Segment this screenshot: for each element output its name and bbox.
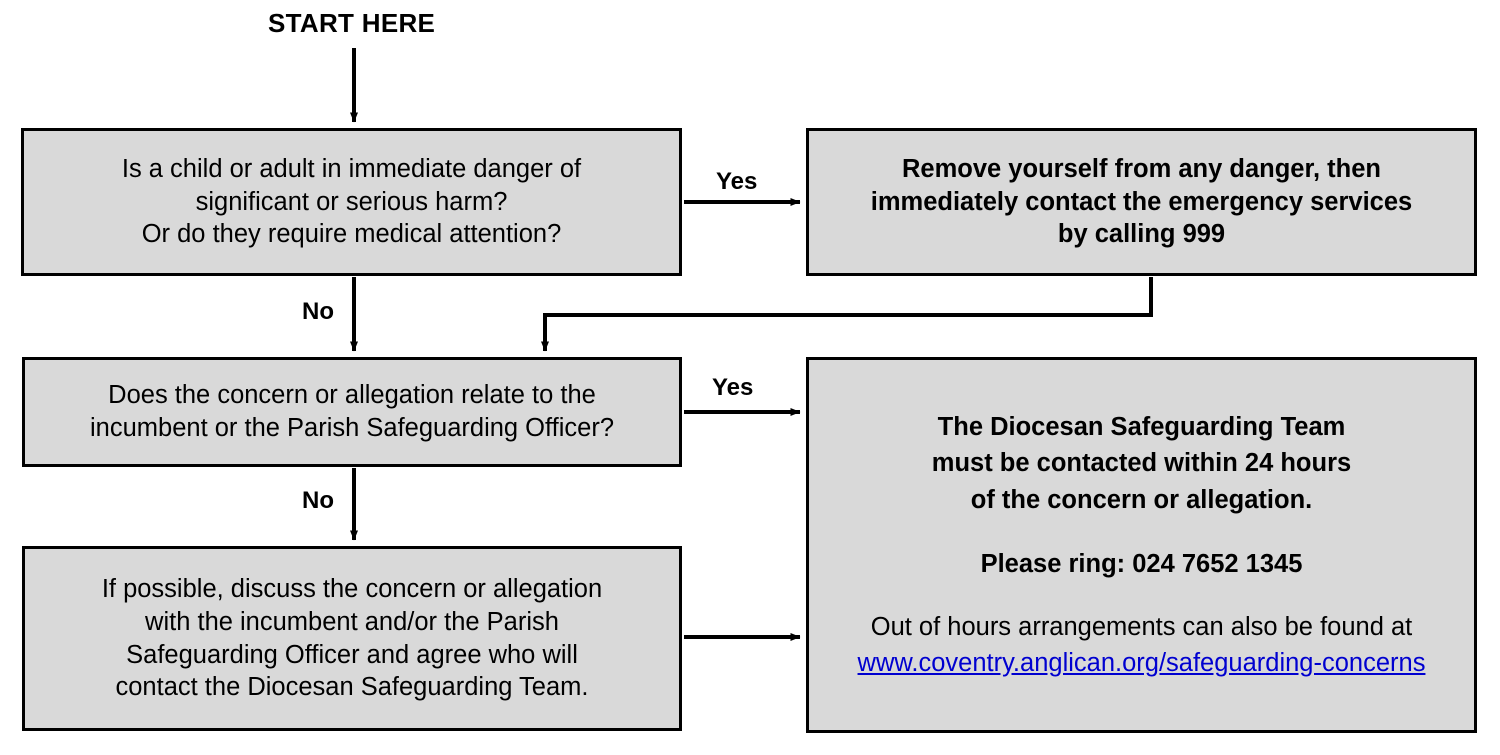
diocesan-safeguarding-team-box[interactable]: The Diocesan Safeguarding Team must be c… — [806, 357, 1477, 733]
danger-line-1: Is a child or adult in immediate danger … — [121, 155, 582, 184]
immediate-danger-question-box[interactable]: Is a child or adult in immediate danger … — [21, 128, 682, 276]
emergency-line-1: Remove yourself from any danger, then — [902, 155, 1381, 184]
out-of-hours-text: Out of hours arrangements can also be fo… — [870, 613, 1413, 642]
incumbent-or-pso-question-box[interactable]: Does the concern or allegation relate to… — [22, 357, 682, 467]
discuss-line-1: If possible, discuss the concern or alle… — [101, 575, 603, 604]
diocesan-heading-line-2: must be contacted within 24 hours — [931, 449, 1352, 478]
edge-label-relate-no: No — [302, 487, 334, 514]
discuss-locally-box[interactable]: If possible, discuss the concern or alle… — [22, 546, 682, 731]
edge-label-relate-yes: Yes — [712, 374, 754, 401]
edge-label-danger-yes: Yes — [716, 168, 758, 195]
diocesan-heading-line-1: The Diocesan Safeguarding Team — [937, 413, 1346, 442]
safeguarding-concerns-link[interactable]: www.coventry.anglican.org/safeguarding-c… — [857, 648, 1426, 677]
edge-label-danger-no: No — [302, 298, 334, 325]
danger-line-3: Or do they require medical attention? — [141, 220, 562, 249]
edge-emergency-to-relate — [541, 277, 1153, 352]
diocesan-phone-line: Please ring: 024 7652 1345 — [980, 549, 1303, 578]
danger-line-2: significant or serious harm? — [195, 187, 508, 216]
discuss-line-4: contact the Diocesan Safeguarding Team. — [115, 673, 589, 702]
relate-line-1: Does the concern or allegation relate to… — [108, 381, 596, 410]
relate-line-2: incumbent or the Parish Safeguarding Off… — [90, 414, 614, 442]
diocesan-heading: The Diocesan Safeguarding Team must be c… — [809, 409, 1474, 518]
start-here-label: START HERE — [268, 8, 436, 38]
discuss-line-2: with the incumbent and/or the Parish — [145, 607, 559, 636]
diocesan-out-of-hours: Out of hours arrangements can also be fo… — [809, 610, 1474, 680]
emergency-line-2: immediately contact the emergency servic… — [870, 187, 1413, 216]
diocesan-heading-line-3: of the concern or allegation. — [970, 485, 1313, 514]
emergency-line-3: by calling 999 — [1057, 220, 1226, 249]
discuss-line-3: Safeguarding Officer and agree who will — [126, 640, 578, 669]
emergency-services-box[interactable]: Remove yourself from any danger, then im… — [806, 128, 1477, 276]
